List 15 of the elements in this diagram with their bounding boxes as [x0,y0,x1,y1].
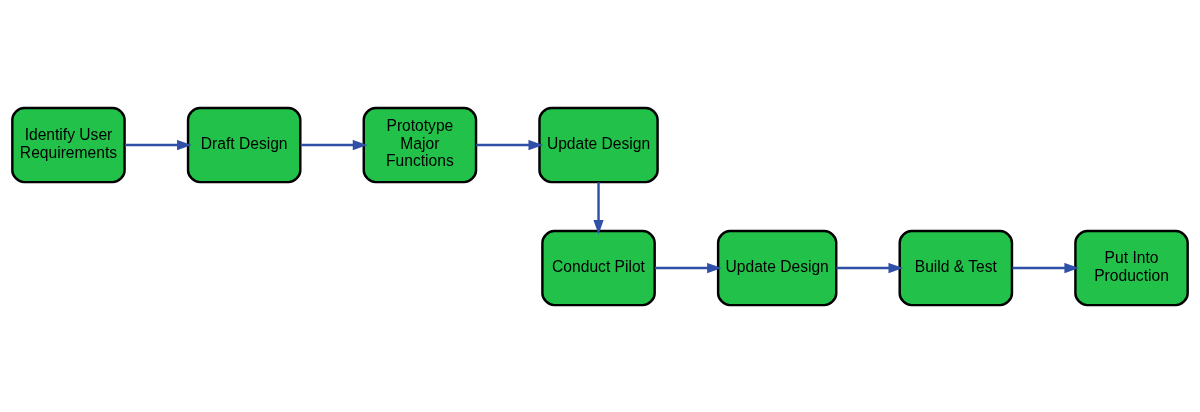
arrow [593,181,604,235]
arrow [476,139,544,150]
node-box: Conduct Pilot [541,229,656,306]
node-box: Put Into Production [1074,229,1189,306]
arrow [125,139,192,150]
node-box: Update Design [538,106,659,183]
node-box: Prototype Major Functions [362,106,478,183]
node-box: Build & Test [898,229,1014,306]
node-box: Identify User Requirements [11,106,126,183]
node-box: Draft Design [186,106,302,183]
arrow [300,139,368,150]
arrow [654,262,722,273]
node-box: Update Design [716,229,838,306]
arrow [836,262,904,273]
arrow [1012,262,1080,273]
